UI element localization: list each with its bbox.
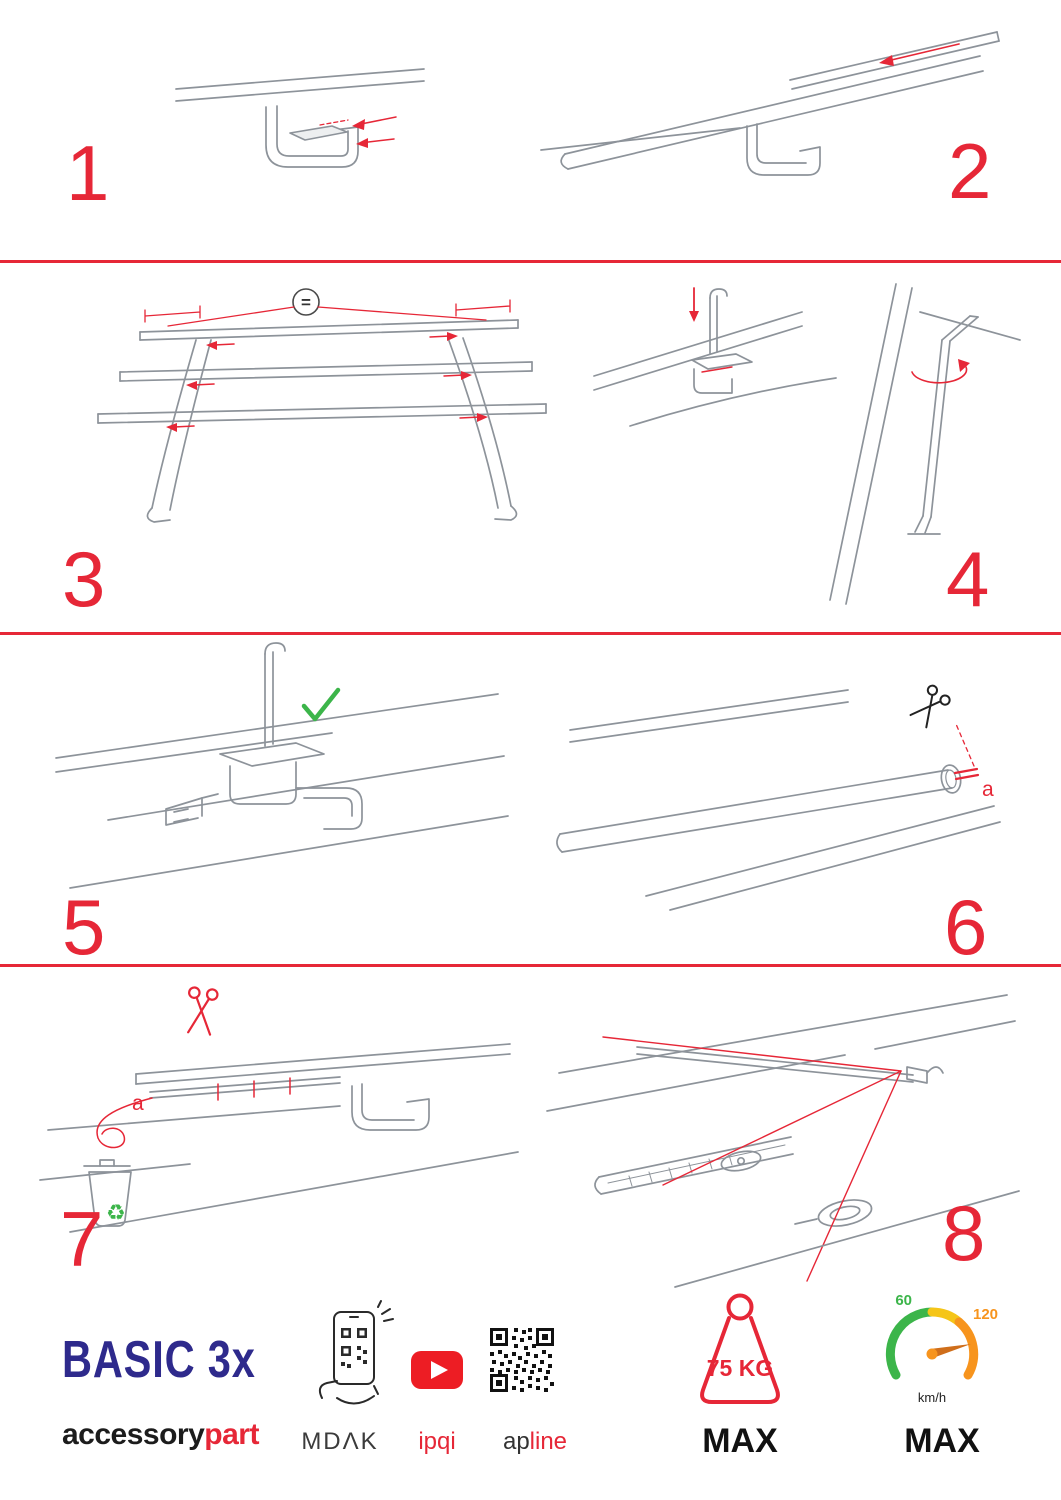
step-6-illustration: a [556,684,1001,911]
speed-max-value: 120 [973,1306,998,1323]
youtube-icon [411,1351,463,1389]
check-icon [301,687,341,722]
qr-code-icon [490,1328,554,1392]
step-5-illustration [55,642,509,889]
trash-bin-icon [83,1159,132,1227]
section-divider [0,632,1061,635]
brand-subtitle-red: part [204,1418,259,1451]
phone-qr-icon [318,1300,394,1405]
recycle-icon: ♻ [106,1200,126,1225]
step-6-number: 6 [944,883,988,971]
step-5-number: 5 [62,883,106,971]
speedometer-icon: 60 120 km/h [885,1292,998,1405]
allen-key-icon [922,315,979,518]
cut-label: a [982,778,994,801]
weight-max-label: MAX [702,1422,778,1460]
speed-max-label: MAX [904,1422,980,1460]
gauge-needle [930,1344,971,1359]
step-7-number: 7 [60,1195,104,1283]
step-8-number: 8 [942,1189,986,1277]
speed-min: 60 [895,1292,912,1309]
logo-apline-red: line [529,1428,568,1455]
brand-subtitle: accessorypart [62,1418,259,1452]
equal-badge: = [292,288,320,316]
step-3-number: 3 [62,535,106,623]
logo-mdak: MDΛK [301,1428,379,1455]
logo-apline: apline [482,1428,588,1456]
step-4-illustration [593,283,1021,605]
scissors-icon [909,684,951,729]
brand-subtitle-black: accessory [62,1418,205,1451]
weight-value: 75 KG [707,1355,773,1381]
section-divider [0,964,1061,967]
t-bolt-icon [794,1199,873,1227]
step-1-illustration [175,68,425,168]
section-divider [0,260,1061,263]
step-1-number: 1 [66,129,110,217]
step-3-illustration: = [97,288,547,523]
step-2-number: 2 [948,127,992,215]
brand-title: BASIC 3x [62,1331,256,1389]
logo-ipqi: ipqi [418,1428,456,1455]
logo-apline-black: ap [502,1428,530,1455]
equal-label: = [301,293,311,312]
step-2-illustration [540,31,1000,176]
step-4-number: 4 [946,535,990,623]
t-bolt-icon [720,1150,762,1172]
step-8-illustration [546,994,1020,1288]
speed-unit: km/h [918,1390,946,1405]
weight-icon: 75 KG [700,1293,780,1404]
cut-label: a [132,1092,144,1115]
scissors-icon [187,986,219,1036]
step-7-illustration: a ♻ [39,986,519,1233]
